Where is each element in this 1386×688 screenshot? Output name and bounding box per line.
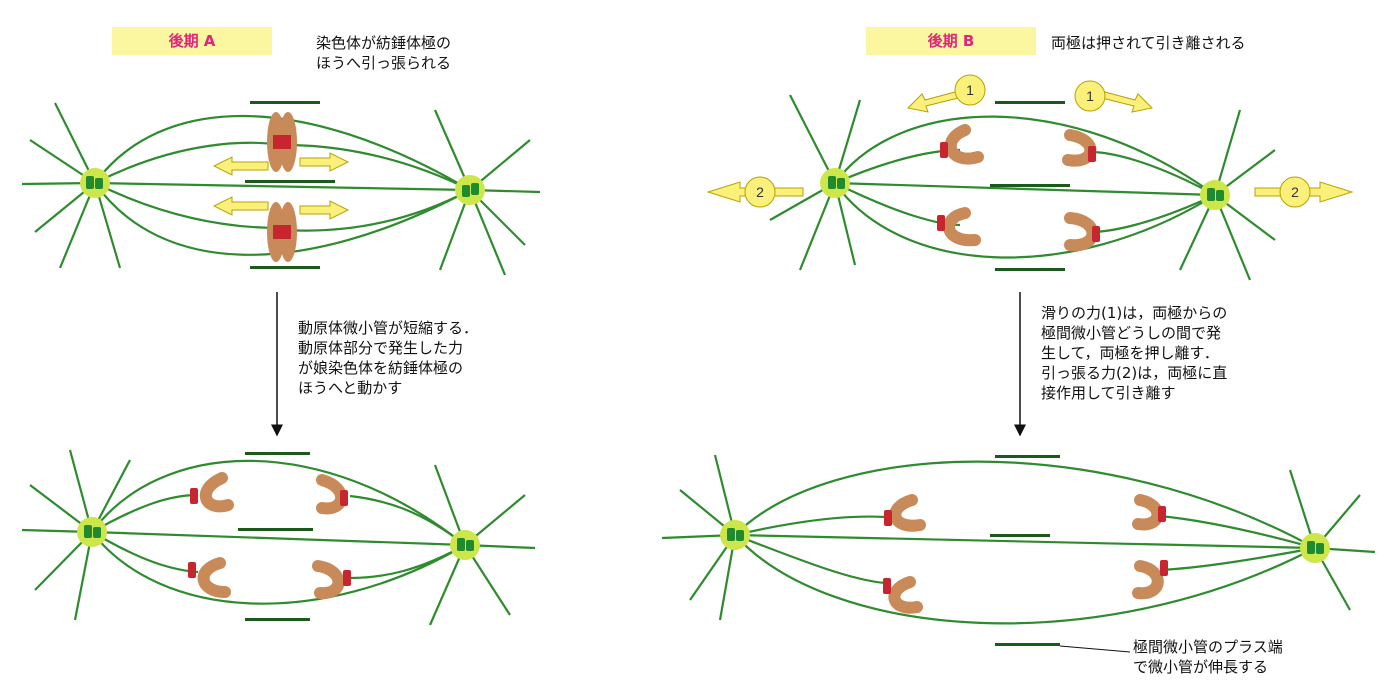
kinetochores-b-top: [937, 142, 1100, 242]
pole-a-top-left: [80, 168, 110, 198]
force-badges-b: 1 1 2 2: [744, 74, 1311, 208]
panel-b-step-text: 滑りの力(1)は，両極からの 極間微小管どうしの間で発 生して，両極を押し離す．…: [1041, 304, 1228, 402]
force-label-2a: 2: [756, 184, 764, 200]
force-label-1a: 1: [966, 82, 974, 98]
pole-b-bottom-right: [1300, 533, 1330, 563]
panel-b-title: 両極は押されて引き離される: [1051, 34, 1246, 52]
overlap-dots-a-bottom: [238, 452, 313, 621]
chromosome-pair-a-1: [267, 112, 297, 172]
pole-b-top-left: [820, 168, 850, 198]
pole-b-bottom-left: [720, 520, 750, 550]
overlap-dots-a-top: [245, 101, 335, 269]
panel-b-note: 極間微小管のプラス端 で微小管が伸長する: [1133, 638, 1283, 676]
panel-a-title: 染色体が紡錘体極の ほうへ引っ張られる: [316, 34, 452, 72]
kinetochores-a-bottom: [188, 488, 351, 586]
pole-a-top-right: [455, 175, 485, 205]
overlap-dots-b-top: [990, 101, 1070, 271]
pole-a-bottom-left: [77, 517, 107, 547]
force-label-1b: 1: [1086, 88, 1094, 104]
chromosome-pair-a-2: [267, 202, 297, 262]
overlap-dots-b-bottom: [990, 455, 1060, 646]
spindle-b-bottom: [661, 454, 1376, 625]
panel-b-label: 後期 B: [866, 27, 1036, 55]
force-label-2b: 2: [1291, 184, 1299, 200]
panel-a-step-text: 動原体微小管が短縮する． 動原体部分で発生した力 が娘染色体を紡錘体極の ほうへ…: [298, 319, 479, 397]
note-leader-line: [1059, 645, 1131, 653]
arrows-a-top: [212, 152, 350, 220]
panel-a-label: 後期 A: [112, 27, 272, 55]
chromosomes-b-bottom: [888, 494, 1164, 614]
pole-b-top-right: [1200, 180, 1230, 210]
pole-a-bottom-right: [450, 530, 480, 560]
kinetochores-b-bottom: [883, 506, 1168, 594]
